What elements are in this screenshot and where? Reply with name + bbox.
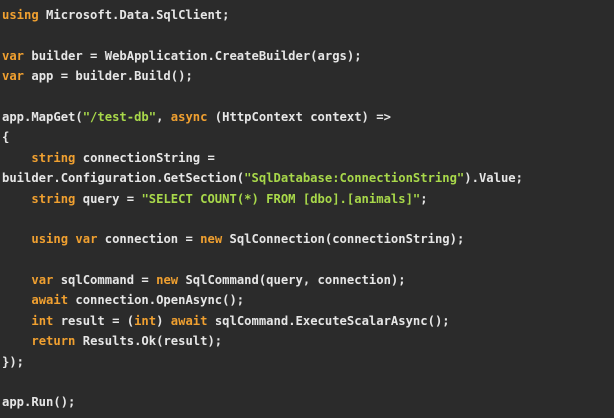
code-line [0,25,614,45]
code-line [0,209,614,229]
code-line: var builder = WebApplication.CreateBuild… [0,46,614,66]
keyword-token: var [2,48,25,63]
code-text-token: app = builder.Build(); [24,69,193,84]
code-line: }); [0,352,614,372]
code-text-token [2,334,31,348]
keyword-token: int [31,313,54,328]
code-text-token: ; [420,191,428,206]
keyword-token: int [134,313,157,328]
code-text-token: connection = [97,232,201,247]
code-text-token: SqlCommand(query, connection); [178,273,406,288]
code-text-token [2,192,31,206]
keyword-token: using [2,8,39,22]
code-line: using var connection = new SqlConnection… [0,229,614,249]
code-line [0,372,614,392]
code-line: { [0,127,614,147]
code-line: builder.Configuration.GetSection("SqlDat… [0,168,614,188]
code-text-token: builder = WebApplication.CreateBuilder(a… [24,48,362,63]
code-line: var sqlCommand = new SqlCommand(query, c… [0,270,614,290]
code-text-token: }); [2,354,25,369]
keyword-token: await [170,313,208,328]
code-text-token: builder.Configuration.GetSection( [2,171,245,186]
code-line: string query = "SELECT COUNT(*) FROM [db… [0,189,614,209]
code-text-token: query = [75,191,142,206]
code-text-token: app.MapGet( [2,109,83,124]
code-text-token [2,293,31,307]
code-text-token: result = ( [53,313,135,328]
keyword-token: async [170,109,208,124]
code-line: string connectionString = [0,148,614,168]
code-text-token: ).Value; [464,171,523,186]
string-literal-token: "/test-db" [82,109,157,124]
code-line [0,87,614,107]
code-text-token: connection.OpenAsync(); [68,293,245,308]
keyword-token: new [200,232,223,247]
code-text-token [2,151,31,165]
code-text-token [2,273,31,287]
keyword-token: string [31,150,76,165]
code-text-token [2,314,31,328]
code-text-token: connectionString = [75,150,215,165]
code-text-token: ) [156,313,171,328]
code-line [0,250,614,270]
code-text-token: Results.Ok(result); [75,334,223,349]
keyword-token: var [75,232,98,247]
code-text-token [2,232,31,246]
keyword-token: return [31,334,76,349]
code-text-token: sqlCommand = [53,273,157,288]
keyword-token: var [2,69,25,84]
keyword-token: var [31,273,54,288]
string-literal-token: "SELECT COUNT(*) FROM [dbo].[animals]" [141,191,421,206]
code-line: int result = (int) await sqlCommand.Exec… [0,311,614,331]
code-line: await connection.OpenAsync(); [0,290,614,310]
code-text-token: , [156,109,171,124]
keyword-token: using [31,232,69,247]
keyword-token: string [31,191,76,206]
code-text-token: app.Run(); [2,395,76,410]
code-line: var app = builder.Build(); [0,66,614,86]
string-literal-token: "SqlDatabase:ConnectionString" [244,171,465,186]
code-text-token: (HttpContext context) => [207,109,391,124]
code-text-token: SqlConnection(connectionString); [222,232,465,247]
code-text-token: Microsoft.Data.SqlClient; [38,8,230,22]
code-line: return Results.Ok(result); [0,331,614,351]
code-text-token: sqlCommand.ExecuteScalarAsync(); [207,313,450,328]
keyword-token: new [156,273,179,288]
keyword-token: await [31,293,69,308]
code-line: using Microsoft.Data.SqlClient; [0,5,614,25]
code-line: app.Run(); [0,392,614,412]
code-text-token: { [2,130,10,145]
code-line: app.MapGet("/test-db", async (HttpContex… [0,107,614,127]
